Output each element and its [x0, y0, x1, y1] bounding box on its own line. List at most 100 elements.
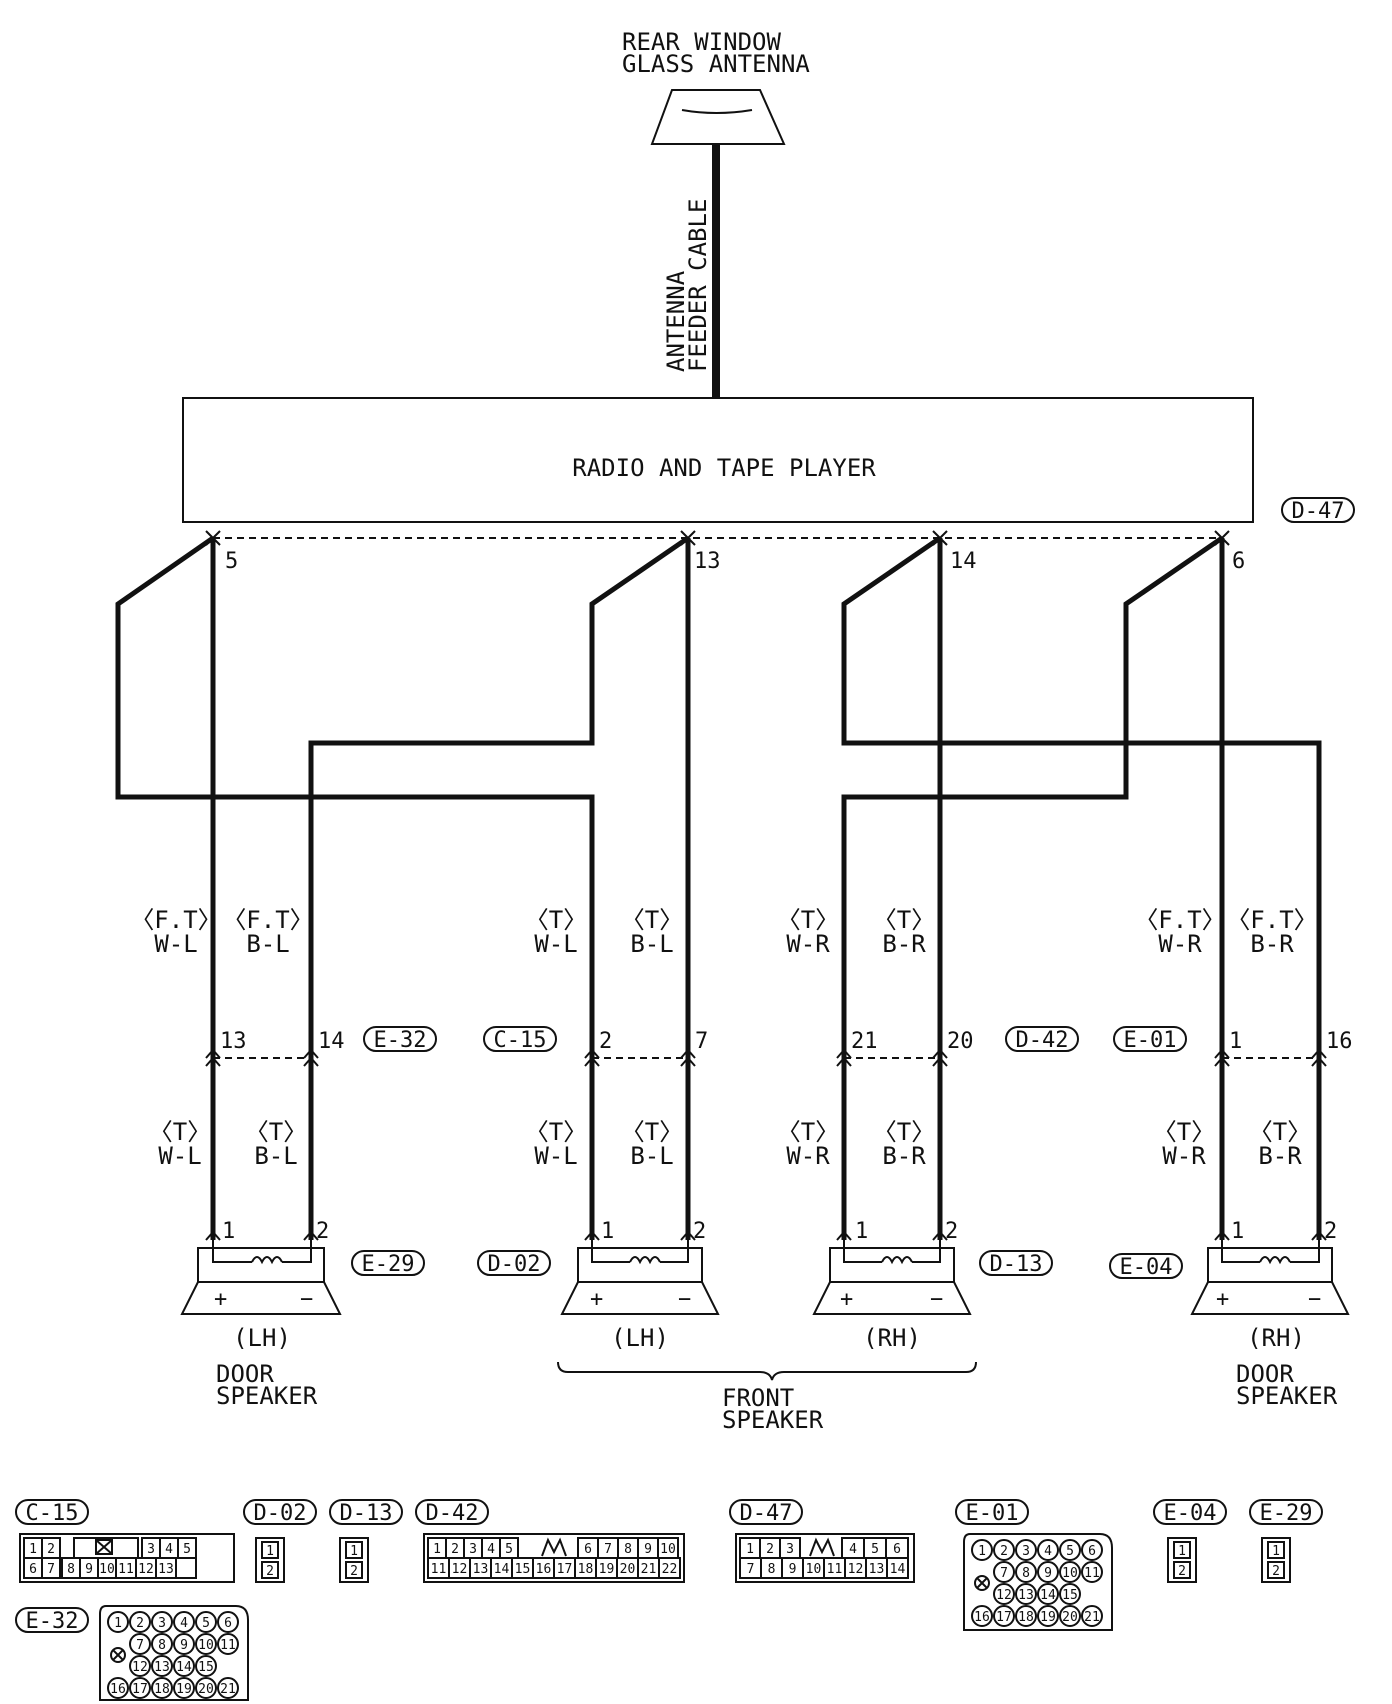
- front-speaker-brace: [557, 1361, 977, 1381]
- wire-label-lower-4-left-bottom: W-R: [1162, 1142, 1206, 1170]
- speaker-1-pin1: 1: [222, 1219, 235, 1244]
- d42-pin-label: 17: [557, 1562, 573, 1577]
- wire-label-lower-4-left-top: 〈T〉: [1153, 1118, 1215, 1146]
- d42-pin-label: 14: [494, 1562, 510, 1577]
- svg-text:E-29: E-29: [1260, 1501, 1313, 1526]
- door-speaker-left-line2: SPEAKER: [216, 1382, 318, 1410]
- d42-pin-label: 7: [604, 1542, 612, 1557]
- svg-text:E-04: E-04: [1120, 1255, 1173, 1280]
- e01-cell: [1037, 1561, 1059, 1583]
- svg-text:E-29: E-29: [362, 1252, 415, 1277]
- wire-label-upper-2-right-top: 〈T〉: [621, 906, 683, 934]
- svg-text:3: 3: [147, 1542, 155, 1557]
- d47-pin-label: 6: [893, 1542, 901, 1557]
- e32-pin-label: 3: [158, 1616, 166, 1631]
- junction-4-left-pin: 1: [1229, 1029, 1242, 1054]
- d47-pin-label: 11: [827, 1562, 843, 1577]
- svg-text:10: 10: [99, 1562, 115, 1577]
- e32-cell: [129, 1633, 151, 1655]
- e32-cell: [151, 1611, 173, 1633]
- wire-rh-front-wr: [841, 535, 1224, 1240]
- e32-pin-label: 11: [220, 1638, 236, 1653]
- speaker-3-pin1: 1: [855, 1219, 868, 1244]
- cable-label-line2: FEEDER CABLE: [684, 199, 712, 372]
- svg-text:D-02: D-02: [488, 1252, 541, 1277]
- e01-pin-label: 5: [1066, 1544, 1074, 1559]
- d47-pin-label: 14: [890, 1562, 906, 1577]
- wire-label-upper-4-left-bottom: W-R: [1158, 930, 1202, 958]
- legend-d13: D-13 1 2: [329, 1499, 403, 1583]
- e01-pin-label: 10: [1062, 1566, 1078, 1581]
- speaker-lh-front: 1 2 + − (LH) D-02: [477, 1219, 720, 1352]
- wire-lh-door-bl: [308, 535, 690, 1240]
- speaker-4-plus: +: [1216, 1287, 1229, 1312]
- wire-label-upper-1-left-bottom: W-L: [154, 930, 197, 958]
- e32-cell: [195, 1611, 217, 1633]
- radio-label: RADIO AND TAPE PLAYER: [572, 454, 876, 482]
- speaker-2-minus: −: [678, 1287, 691, 1312]
- d42-pin-label: 18: [578, 1562, 594, 1577]
- e01-pin-label: 8: [1022, 1566, 1030, 1581]
- e32-pin-label: 8: [158, 1638, 166, 1653]
- antenna-label-line1: REAR WINDOW: [622, 28, 781, 56]
- e32-cell: [151, 1677, 173, 1699]
- svg-text:13: 13: [158, 1562, 174, 1577]
- radio-pin-6: 6: [1232, 549, 1245, 574]
- svg-text:2: 2: [266, 1564, 274, 1579]
- e01-cell: [1015, 1605, 1037, 1627]
- e32-cell: [195, 1633, 217, 1655]
- e01-cell: [1059, 1605, 1081, 1627]
- wire-label-lower-4-right-bottom: B-R: [1258, 1142, 1302, 1170]
- e01-pin-label: 21: [1084, 1610, 1100, 1625]
- e32-pin-label: 18: [154, 1682, 170, 1697]
- speaker-rh-front: 1 2 + − (RH) D-13: [812, 1219, 1053, 1352]
- upper-wire-labels: 〈F.T〉 W-L 〈F.T〉 B-L 〈T〉 W-L 〈T〉 B-L 〈T〉 …: [130, 906, 1317, 958]
- d42-pin-label: 11: [431, 1562, 447, 1577]
- connector-tag-e29: [351, 1250, 425, 1276]
- e01-cell: [993, 1539, 1015, 1561]
- wire-rh-door-br: [841, 535, 1322, 1240]
- e01-pin-label: 18: [1018, 1610, 1034, 1625]
- wire-label-upper-4-left-top: 〈F.T〉: [1134, 906, 1225, 934]
- speaker-4-minus: −: [1308, 1287, 1321, 1312]
- speaker-rh-door: 1 2 + − (RH) E-04: [1109, 1219, 1350, 1352]
- e32-pin-label: 15: [198, 1660, 214, 1675]
- svg-text:11: 11: [118, 1562, 134, 1577]
- speaker-3-plus: +: [840, 1287, 853, 1312]
- e01-pin-label: 1: [978, 1544, 986, 1559]
- wire-label-lower-2-left-bottom: W-L: [534, 1142, 577, 1170]
- door-speaker-left-line1: DOOR: [216, 1360, 274, 1388]
- e01-pin-label: 3: [1022, 1544, 1030, 1559]
- legend-d02: D-02 1 2: [243, 1499, 317, 1583]
- wire-label-lower-1-left-bottom: W-L: [158, 1142, 201, 1170]
- junction-1-left-pin: 13: [220, 1029, 247, 1054]
- d42-pin-label: 6: [584, 1542, 592, 1557]
- wire-lh-front-wl: [115, 535, 595, 1240]
- junction-4-right-pin: 16: [1326, 1029, 1353, 1054]
- e32-pin-label: 9: [180, 1638, 188, 1653]
- svg-text:9: 9: [85, 1562, 93, 1577]
- d47-pin-label: 4: [849, 1542, 857, 1557]
- svg-text:1: 1: [29, 1542, 37, 1557]
- junction-2-right-pin: 7: [695, 1029, 708, 1054]
- blank-cavity-icon: [110, 1647, 126, 1663]
- d47-pin-label: 7: [747, 1562, 755, 1577]
- d47-pin-label: 5: [871, 1542, 879, 1557]
- radio-pin-13: 13: [694, 549, 721, 574]
- e01-cell: [971, 1539, 993, 1561]
- e01-pin-label: 11: [1084, 1566, 1100, 1581]
- radio-pin-14: 14: [950, 549, 977, 574]
- svg-text:D-42: D-42: [426, 1501, 479, 1526]
- connector-tag-e01: E-01: [1113, 1026, 1187, 1053]
- svg-text:2: 2: [1178, 1564, 1186, 1579]
- svg-text:C-15: C-15: [494, 1028, 547, 1053]
- e01-pin-label: 16: [974, 1610, 990, 1625]
- e32-cell: [173, 1611, 195, 1633]
- d42-pin-label: 19: [599, 1562, 615, 1577]
- rear-window-antenna: REAR WINDOW GLASS ANTENNA: [622, 28, 810, 145]
- blank-cavity-icon: [974, 1575, 990, 1591]
- lower-wire-labels: 〈T〉 W-L 〈T〉 B-L 〈T〉 W-L 〈T〉 B-L 〈T〉 W-R …: [149, 1118, 1311, 1170]
- e32-pin-label: 4: [180, 1616, 188, 1631]
